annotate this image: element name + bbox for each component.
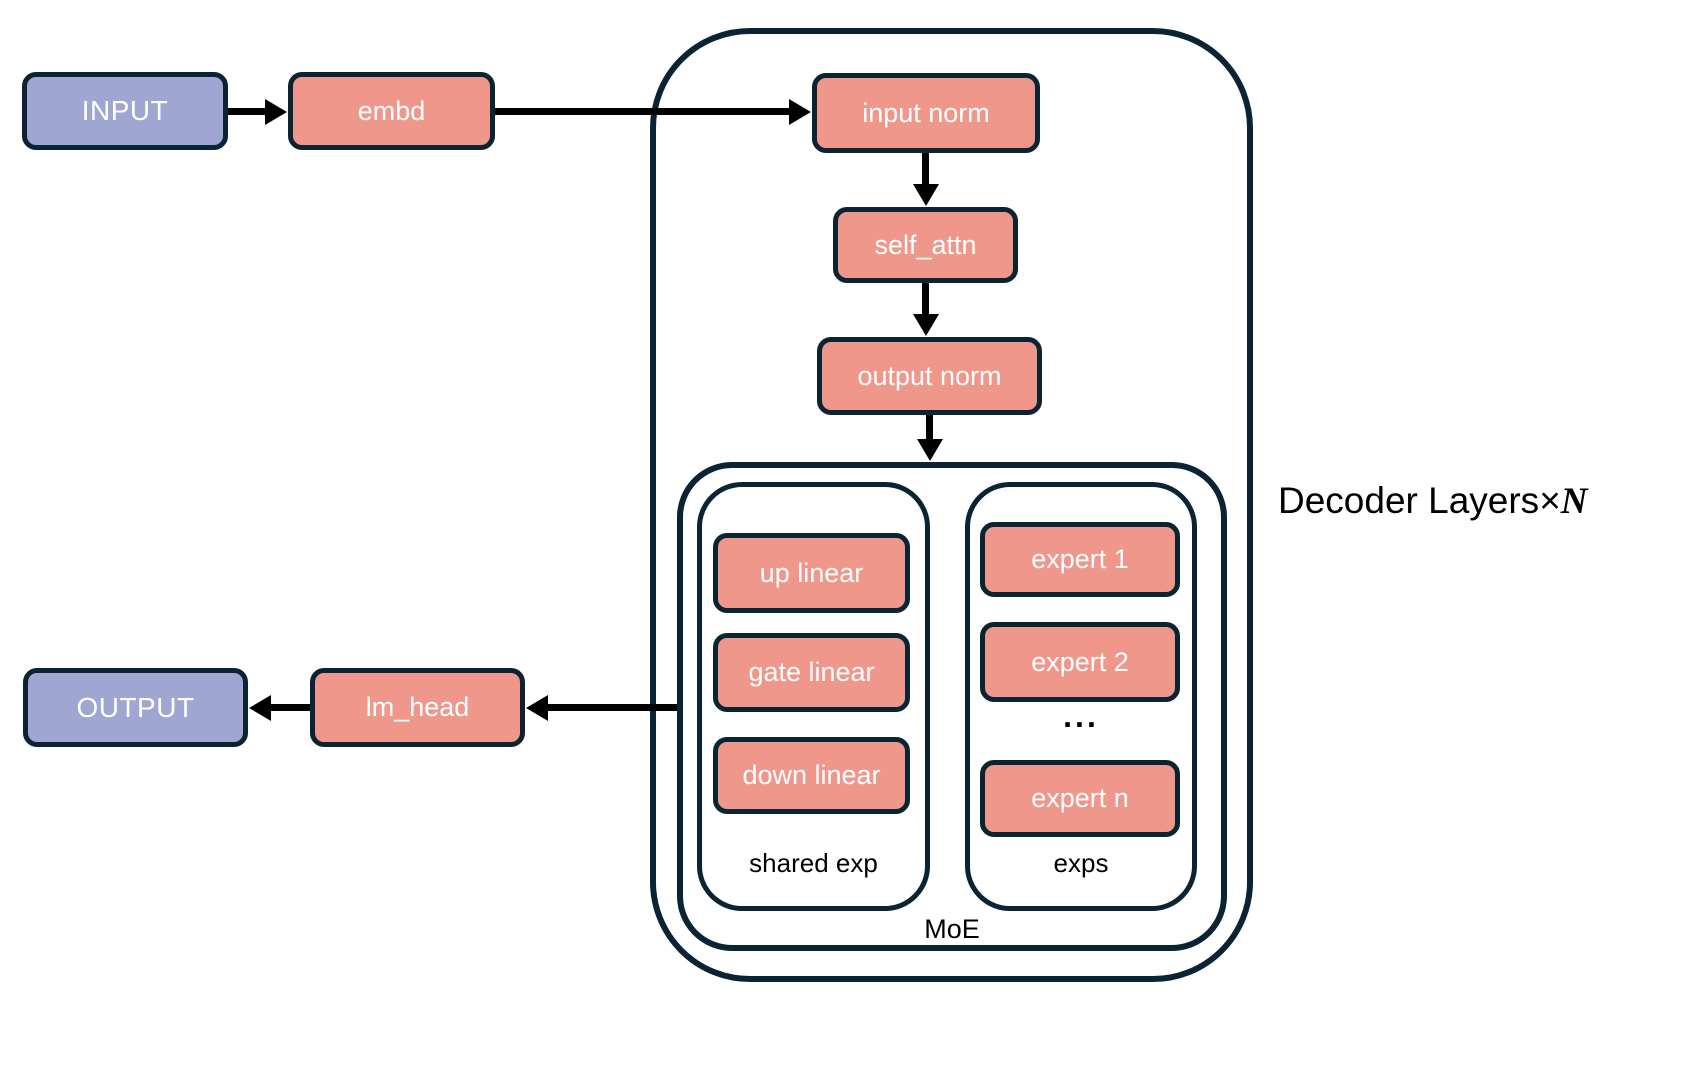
decoder-layers-label-text: Decoder Layers <box>1278 480 1540 521</box>
layer-count-symbol: N <box>1560 481 1588 522</box>
arrowhead-down-icon <box>912 184 939 206</box>
arrowhead-left-icon <box>249 694 271 721</box>
arrow-lm-head-to-output <box>249 694 310 721</box>
arrowhead-down-icon <box>916 439 943 461</box>
decoder-layers-container <box>650 28 1253 982</box>
experts-ellipsis: ... <box>1063 698 1099 734</box>
decoder-layers-label: Decoder Layers×N <box>1278 482 1588 520</box>
arrowhead-right-icon <box>265 98 287 125</box>
down-linear-box: down linear <box>713 737 910 814</box>
output-norm-box: output norm <box>817 337 1042 415</box>
expert-2-box: expert 2 <box>980 622 1180 702</box>
expert-1-box: expert 1 <box>980 522 1180 597</box>
arrow-input-norm-to-self-attn <box>912 153 939 206</box>
lm-head-box: lm_head <box>310 668 525 747</box>
moe-label: MoE <box>924 914 980 944</box>
self-attn-box: self_attn <box>833 207 1018 283</box>
exps-label: exps <box>1053 848 1109 878</box>
arrow-input-to-embd <box>228 98 287 125</box>
up-linear-box: up linear <box>713 533 910 613</box>
gate-linear-box: gate linear <box>713 633 910 712</box>
arrow-output-norm-to-moe <box>916 415 943 461</box>
input-box: INPUT <box>22 72 228 150</box>
arrow-self-attn-to-output-norm <box>912 283 939 336</box>
input-norm-box: input norm <box>812 73 1040 153</box>
expert-n-box: expert n <box>980 760 1180 837</box>
shared-exp-label: shared exp <box>749 848 878 878</box>
multiply-sign: × <box>1539 480 1561 521</box>
exps-container <box>965 482 1197 911</box>
output-box: OUTPUT <box>23 668 248 747</box>
arrowhead-right-icon <box>789 98 811 125</box>
arrow-moe-to-lm-head <box>526 694 677 721</box>
shared-exp-container <box>697 482 930 911</box>
moe-container <box>677 462 1227 951</box>
arrowhead-left-icon <box>526 694 548 721</box>
arrow-embd-to-input-norm <box>495 98 811 125</box>
arrowhead-down-icon <box>912 314 939 336</box>
embd-box: embd <box>288 72 495 150</box>
